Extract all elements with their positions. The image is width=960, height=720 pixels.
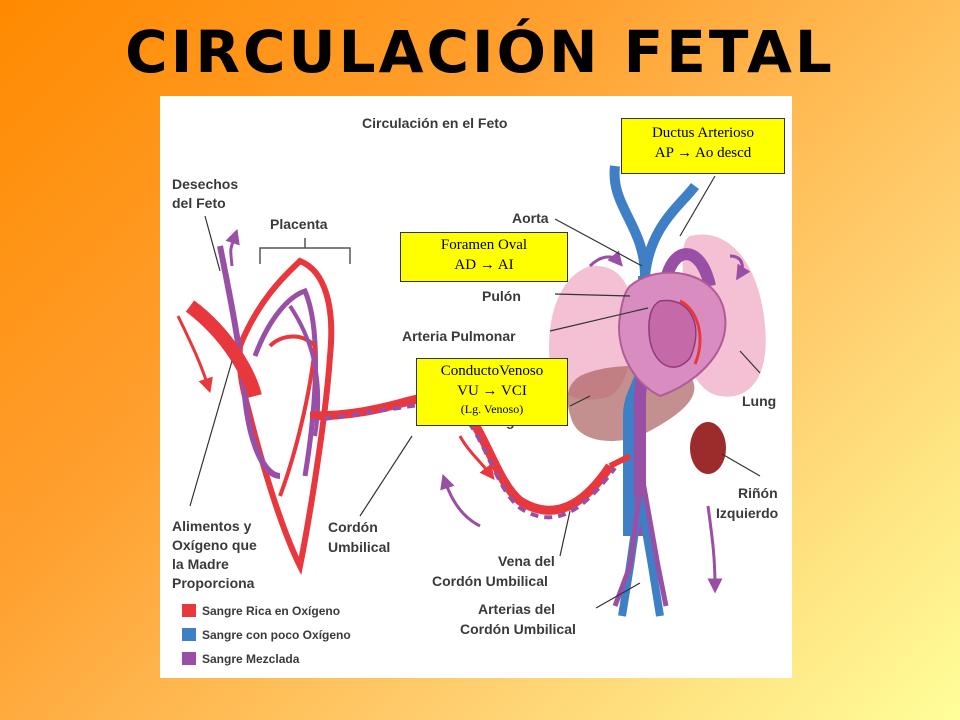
callout-ductus-line1: Ductus Arterioso <box>651 125 755 141</box>
left-kidney <box>690 422 726 474</box>
label-vena-1: Vena del <box>498 553 555 569</box>
legend-swatch-purple <box>182 652 196 665</box>
label-alimentos-3: la Madre <box>172 556 229 572</box>
legend-label-red: Sangre Rica en Oxígeno <box>202 604 340 618</box>
label-cordon-2: Umbilical <box>328 539 390 555</box>
placenta-bracket <box>259 238 351 264</box>
callout-foramen-line2: AD → AI <box>454 257 514 273</box>
legend-swatch-red <box>182 604 196 617</box>
callout-foramen-oval: Foramen Oval AD → AI <box>400 232 568 282</box>
slide-title: CIRCULACIÓN FETAL <box>125 18 835 86</box>
umbilical-cord <box>309 391 632 520</box>
label-placenta: Placenta <box>270 216 328 232</box>
heart <box>618 271 727 398</box>
label-arteria-pulmonar: Arteria Pulmonar <box>402 328 516 344</box>
callout-ductus-line2: AP → Ao descd <box>654 145 752 161</box>
leader-lines <box>189 175 761 609</box>
label-desechos-2: del Feto <box>172 195 226 211</box>
diagram-heading: Circulación en el Feto <box>362 115 507 131</box>
legend-label-blue: Sangre con poco Oxígeno <box>202 628 351 642</box>
callout-conducto-line2: VU → VCI <box>457 383 527 399</box>
label-rinon-1: Riñón <box>738 485 778 501</box>
fetal-circulation-diagram: Circulación en el Feto <box>160 96 792 678</box>
label-cordon-1: Cordón <box>328 519 378 535</box>
callout-conducto-venoso: ConductoVenoso VU → VCI (Lg. Venoso) <box>416 358 568 426</box>
label-lung: Lung <box>742 393 776 409</box>
label-arterias-2: Cordón Umbilical <box>460 621 576 637</box>
diagram-illustration: Circulación en el Feto <box>172 115 778 666</box>
label-alimentos-2: Oxígeno que <box>172 537 257 553</box>
label-aorta: Aorta <box>512 210 549 226</box>
label-arterias-1: Arterias del <box>478 601 555 617</box>
callout-foramen-line1: Foramen Oval <box>440 237 528 253</box>
label-alimentos-1: Alimentos y <box>172 518 252 534</box>
label-pulmon: Pulón <box>482 288 521 304</box>
label-desechos-1: Desechos <box>172 176 238 192</box>
label-vena-2: Cordón Umbilical <box>432 573 548 589</box>
legend: Sangre Rica en Oxígeno Sangre con poco O… <box>182 604 351 666</box>
label-rinon-2: Izquierdo <box>716 505 778 521</box>
placenta <box>185 245 335 576</box>
legend-swatch-blue <box>182 628 196 641</box>
flow-arrows <box>176 228 751 594</box>
callout-ductus-arterioso: Ductus Arterioso AP → Ao descd <box>621 118 785 174</box>
legend-label-purple: Sangre Mezclada <box>202 652 300 666</box>
callout-conducto-line1: ConductoVenoso <box>440 363 544 379</box>
callout-conducto-line3: (Lg. Venoso) <box>460 402 524 416</box>
label-alimentos-4: Proporciona <box>172 575 255 591</box>
